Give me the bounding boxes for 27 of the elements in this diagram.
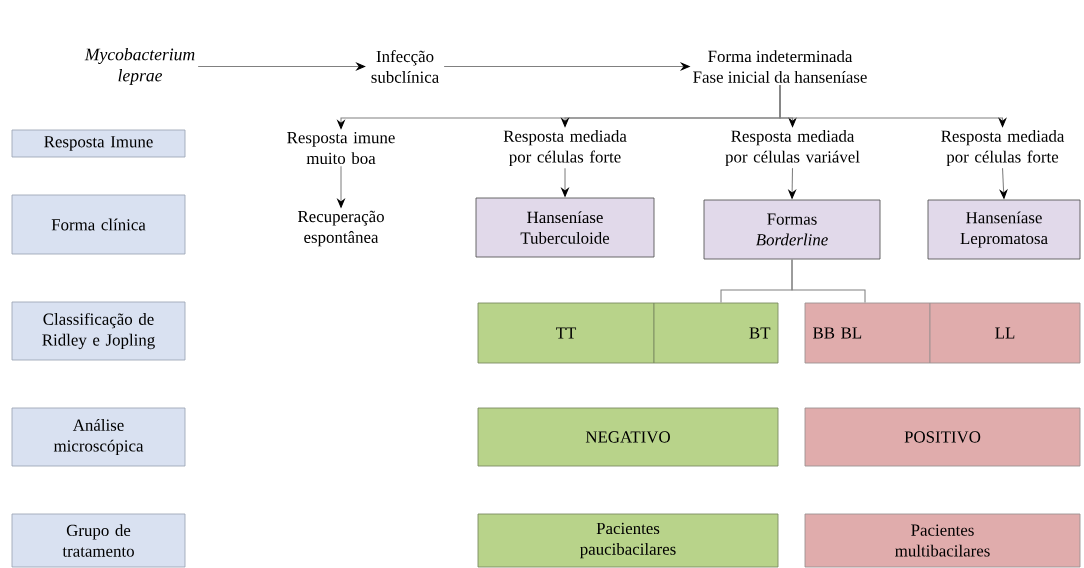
result-box: Pacientes paucibacilares <box>477 513 779 568</box>
label-text: Resposta mediada por células forte <box>503 130 627 166</box>
result-box: BB BL <box>804 302 931 364</box>
result-box: POSITIVO <box>804 407 1081 467</box>
label-text: Recuperação espontânea <box>297 210 384 247</box>
label-text: Resposta mediada por células forte <box>941 130 1065 166</box>
result-box: TT <box>477 302 655 364</box>
category-box: Análise microscópica <box>11 407 186 467</box>
result-box: Pacientes multibacilares <box>804 513 1081 568</box>
arrow <box>779 84 1007 128</box>
category-box: Classificação de Ridley e Jopling <box>11 301 186 361</box>
result-box: NEGATIVO <box>477 407 779 467</box>
arrow <box>197 62 366 71</box>
result-box: BT <box>653 302 779 364</box>
category-box: Resposta Imune <box>11 129 186 158</box>
form-box: Hanseníase Lepromatosa <box>927 199 1081 260</box>
label-text: Resposta imune muito boa <box>287 132 395 165</box>
connector-line <box>791 258 866 304</box>
label-text: Infecção subclínica <box>371 50 439 83</box>
form-box: Hanseníase Tuberculoide <box>475 197 655 258</box>
category-box: Forma clínica <box>11 194 186 255</box>
result-box: LL <box>929 302 1081 364</box>
form-box: Formas Borderline <box>703 199 881 260</box>
label-text: Mycobacterium leprae <box>84 48 195 85</box>
category-box: Grupo de tratamento <box>11 513 186 568</box>
label-text: Resposta mediada por células variável <box>725 130 860 166</box>
label-text: Forma indeterminada Fase inicial da hanseníase <box>693 50 867 83</box>
